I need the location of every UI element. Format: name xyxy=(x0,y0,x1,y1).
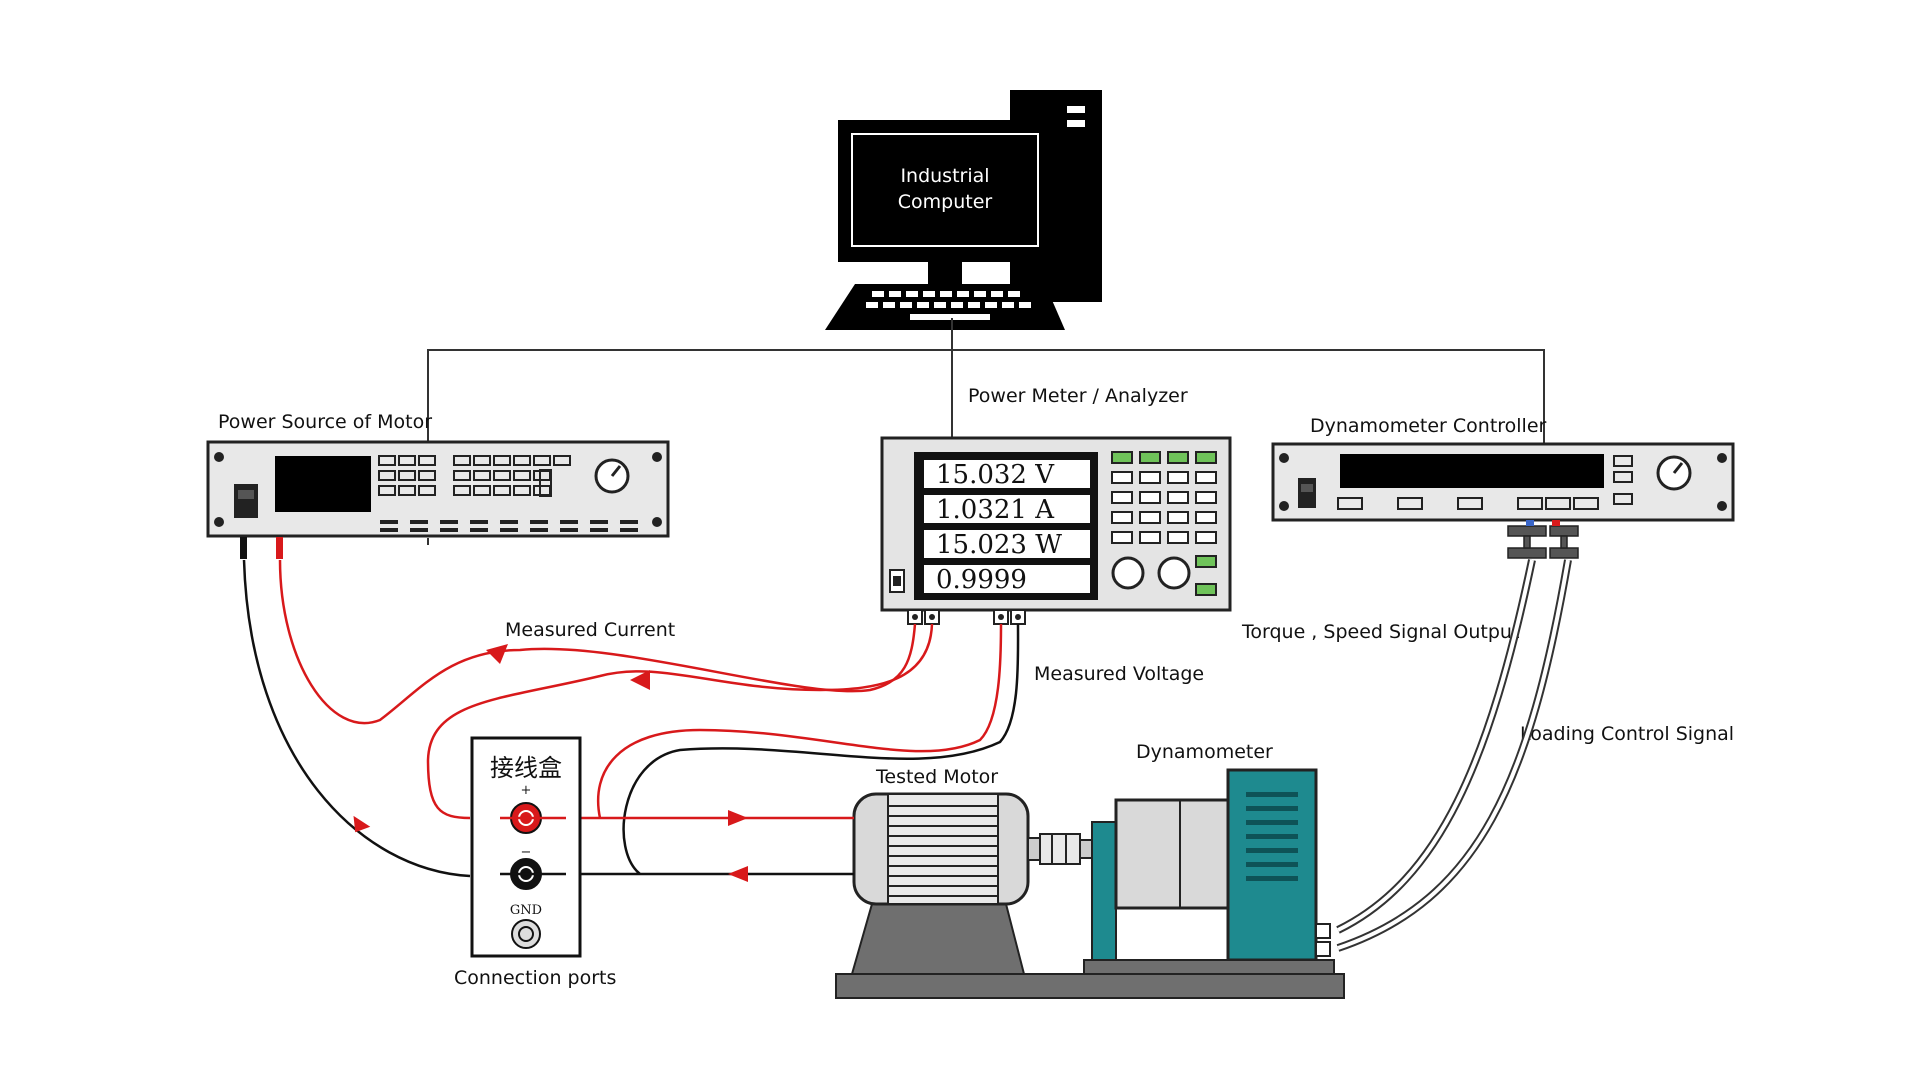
shaft-coupling xyxy=(1039,833,1081,865)
voltage-sense-minus xyxy=(622,623,1020,875)
reading-power-bg xyxy=(924,530,1090,558)
motor-stand xyxy=(850,903,1026,975)
computer-label-line2: Computer xyxy=(898,191,993,213)
monitor-stand xyxy=(928,262,962,284)
meter-keypad xyxy=(1111,451,1217,596)
black-return-wire xyxy=(242,559,471,878)
monitor-screen-border xyxy=(851,133,1039,247)
voltage-sense-plus xyxy=(596,623,1003,819)
controller-buttons xyxy=(1337,455,1633,510)
signal-cables xyxy=(1336,559,1572,952)
computer-label-line1: Industrial xyxy=(900,165,989,187)
junction-gnd-label: GND xyxy=(510,903,542,918)
junction-box-title: 接线盒 xyxy=(490,754,562,782)
reading-power-factor: 0.9999 xyxy=(936,565,1027,595)
junction-minus-sign: − xyxy=(521,845,532,860)
torque-speed-label: Torque , Speed Signal Output xyxy=(1241,621,1519,643)
dyno-controller-label: Dynamometer Controller xyxy=(1310,415,1547,437)
dyno-controller-unit xyxy=(1271,442,1735,559)
dynamometer-label: Dynamometer xyxy=(1136,741,1273,763)
reading-pf-bg xyxy=(924,565,1090,593)
arrow-current-2 xyxy=(630,670,650,690)
connection-ports-label: Connection ports xyxy=(454,967,616,989)
dyno-port-2 xyxy=(1315,941,1331,957)
dyno-drum xyxy=(1114,798,1230,910)
dynamometer xyxy=(1083,768,1335,975)
dyno-bracket xyxy=(1091,821,1117,961)
power-meter-unit: 15.032 V 1.0321 A 15.023 W 0.9999 xyxy=(880,436,1232,625)
controller-display xyxy=(1340,454,1604,488)
reading-voltage: 15.032 V xyxy=(936,460,1055,490)
current-wire-out xyxy=(426,623,934,820)
communication-bus xyxy=(427,318,1545,545)
power-source-vents xyxy=(380,520,638,532)
power-switch xyxy=(234,484,258,518)
wiring xyxy=(242,559,1020,882)
controller-signal-connectors xyxy=(1507,525,1579,559)
keyboard-keys xyxy=(866,291,1031,320)
arrow-return xyxy=(353,815,371,833)
reading-voltage-bg xyxy=(924,460,1090,488)
motor-shaft xyxy=(1027,837,1041,861)
meter-knob-right xyxy=(1157,556,1191,590)
controller-switch xyxy=(1298,478,1316,508)
monitor-screen-fill xyxy=(851,133,1038,247)
output-terminal-black xyxy=(240,537,247,559)
tested-motor-label: Tested Motor xyxy=(875,766,998,788)
arrow-current-1 xyxy=(486,644,508,664)
power-meter-label: Power Meter / Analyzer xyxy=(968,385,1188,407)
arrow-motor-minus xyxy=(728,866,748,882)
power-source-unit xyxy=(206,440,670,559)
meter-input-terminals xyxy=(907,609,1026,625)
dyno-base xyxy=(1083,959,1335,975)
motor-fins xyxy=(888,805,998,897)
measured-current-label: Measured Current xyxy=(505,619,675,641)
dyno-port-1 xyxy=(1315,923,1331,939)
output-terminal-red xyxy=(276,537,283,559)
reading-current-bg xyxy=(924,495,1090,523)
power-source-buttons xyxy=(378,455,571,497)
power-source-display xyxy=(275,456,371,512)
bus-line xyxy=(427,349,1545,444)
current-wire-in xyxy=(278,559,917,725)
power-source-label: Power Source of Motor xyxy=(218,411,432,433)
test-bench-base xyxy=(835,973,1345,999)
reading-power: 15.023 W xyxy=(936,530,1062,560)
loading-control-label: Loading Control Signal xyxy=(1520,723,1734,745)
tower-slot xyxy=(1067,120,1085,127)
junction-box: 接线盒 + − GND xyxy=(470,736,582,958)
reading-current: 1.0321 A xyxy=(936,495,1055,525)
meter-knob-left xyxy=(1111,556,1145,590)
terminal-gnd xyxy=(511,919,541,949)
tested-motor xyxy=(850,792,1093,975)
junction-plus-sign: + xyxy=(521,783,532,798)
measured-voltage-label: Measured Voltage xyxy=(1034,663,1204,685)
industrial-computer: Industrial Computer xyxy=(825,90,1102,330)
arrow-motor-plus xyxy=(728,810,748,826)
junction-box-frame xyxy=(470,736,582,958)
dyno-vents xyxy=(1246,792,1298,881)
tower-slot xyxy=(1067,106,1085,113)
